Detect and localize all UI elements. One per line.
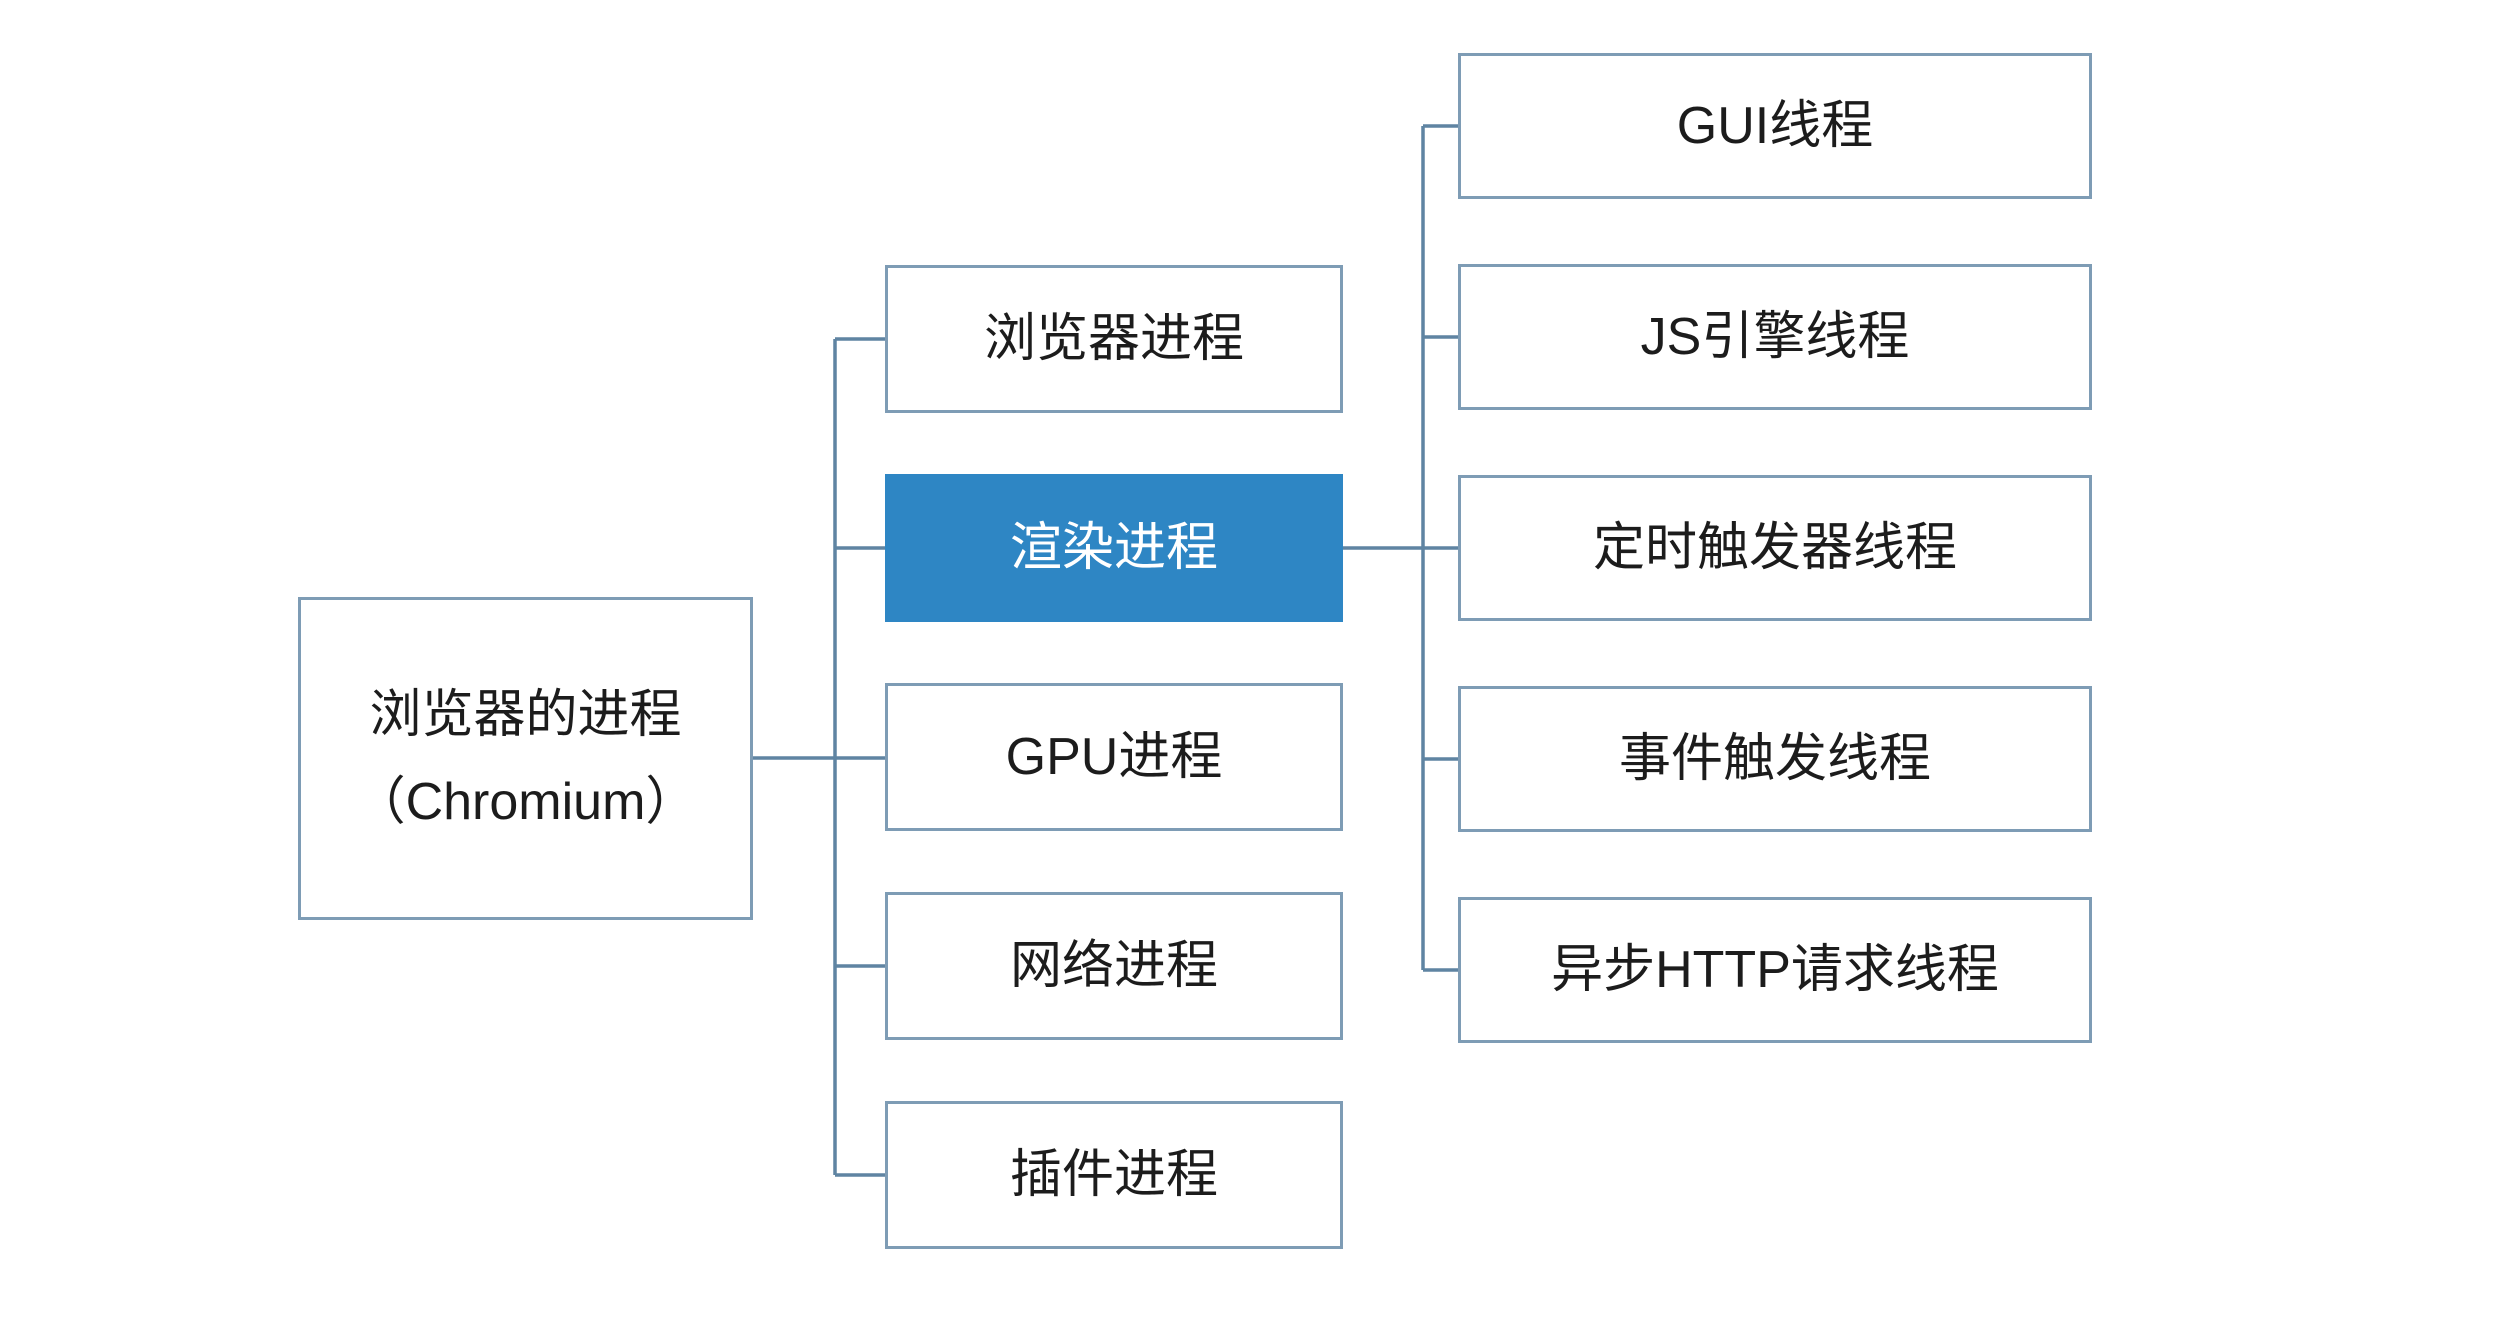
node-label: 浏览器进程: [983, 309, 1244, 368]
node-timer-trigger-thread: 定时触发器线程: [1458, 475, 2092, 621]
node-label: 渲染进程: [1009, 518, 1218, 577]
node-js-engine-thread: JS引擎线程: [1458, 264, 2092, 410]
node-browser-process: 浏览器进程: [885, 265, 1343, 413]
node-gpu-process: GPU进程: [885, 683, 1343, 831]
node-async-http-thread: 异步HTTP请求线程: [1458, 897, 2092, 1043]
root-label-line1: 浏览器的进程: [369, 685, 682, 744]
node-render-process: 渲染进程: [885, 474, 1343, 622]
node-label: GUI线程: [1676, 96, 1874, 155]
node-label: 事件触发线程: [1618, 729, 1931, 788]
node-network-process: 网络进程: [885, 892, 1343, 1040]
node-label: 异步HTTP请求线程: [1551, 940, 1999, 999]
root-label-line2: （Chromium）: [353, 772, 698, 831]
node-label: 网络进程: [1009, 936, 1218, 995]
node-gui-thread: GUI线程: [1458, 53, 2092, 199]
node-label: 插件进程: [1009, 1145, 1218, 1204]
node-label: JS引擎线程: [1640, 307, 1910, 366]
node-label: 定时触发器线程: [1592, 518, 1957, 577]
node-browser-process-root: 浏览器的进程 （Chromium）: [298, 597, 753, 920]
node-event-trigger-thread: 事件触发线程: [1458, 686, 2092, 832]
node-plugin-process: 插件进程: [885, 1101, 1343, 1249]
node-label: GPU进程: [1005, 727, 1223, 786]
